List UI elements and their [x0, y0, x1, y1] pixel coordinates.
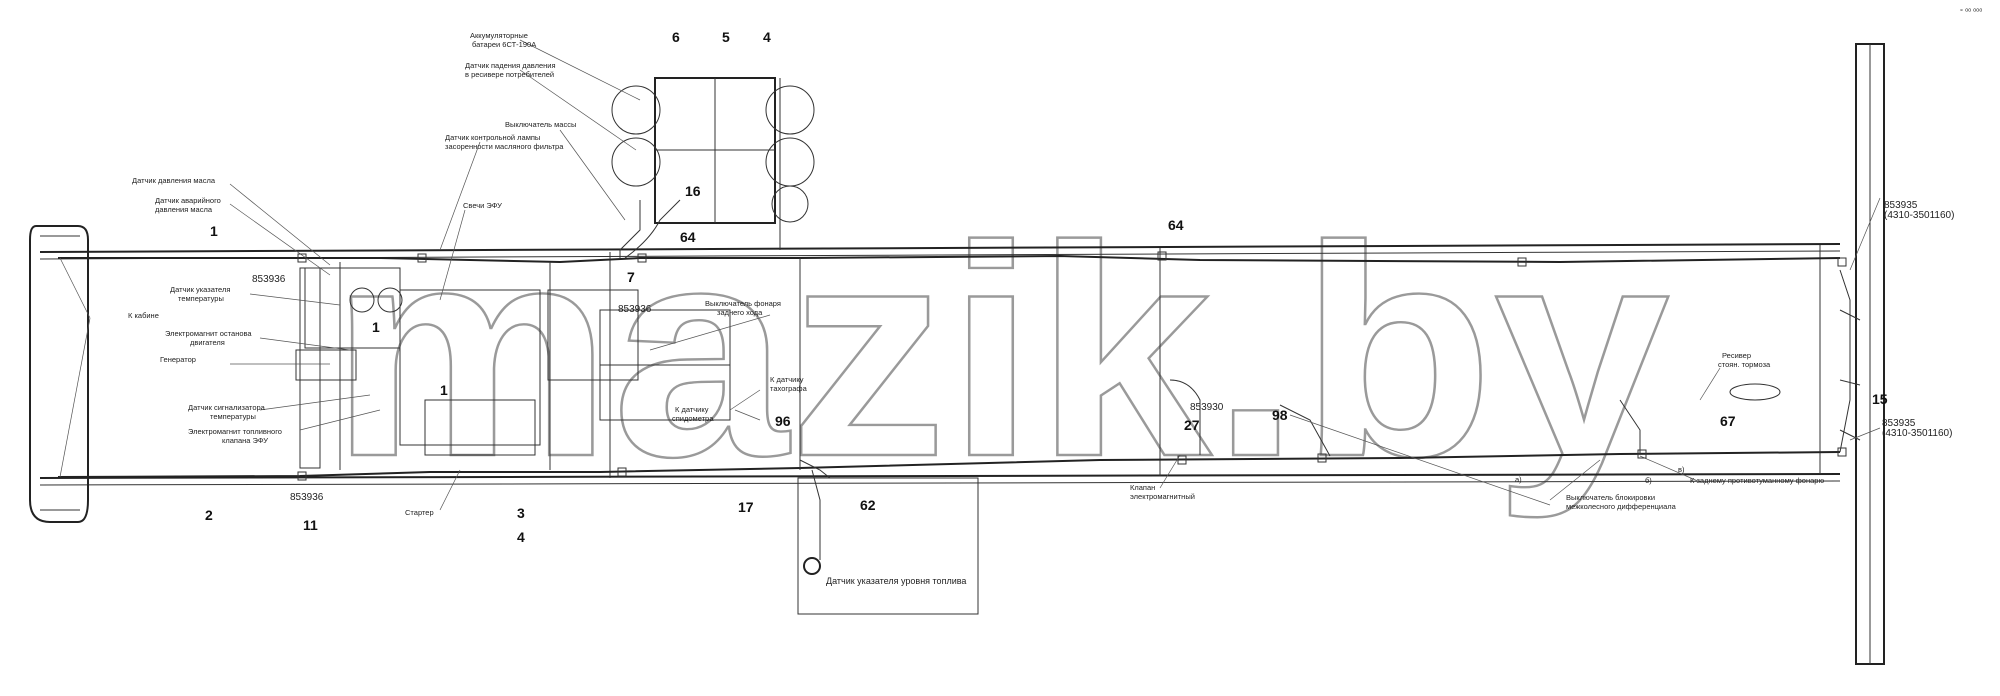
label-k-datchiku-tach-1: К датчику [770, 375, 804, 384]
code-853936-b: 853936 [618, 304, 652, 315]
label-vyklyuchatel-massy: Выключатель массы [505, 120, 576, 129]
fuel-tank [797, 477, 979, 615]
label-k-datchiku-speed-2: спидометра [672, 414, 714, 423]
label-batarei: батареи 6СТ-190А [472, 40, 536, 49]
label-datchik-kontr-2: засоренности масляного фильтра [445, 142, 564, 151]
callout-96: 96 [775, 413, 791, 429]
label-vyklyuchatel-blok-1: Выключатель блокировки [1566, 493, 1655, 502]
callout-1-top: 1 [210, 223, 218, 239]
code-853935-top: 853935 [1884, 200, 1918, 211]
label-letter-b: б) [1645, 476, 1652, 485]
callout-64-a: 64 [680, 229, 696, 245]
callout-15: 15 [1872, 391, 1888, 407]
label-svechi-efu: Свечи ЭФУ [463, 201, 502, 210]
label-klapan-1: Клапан [1130, 483, 1155, 492]
callout-67: 67 [1720, 413, 1736, 429]
label-elektromagnit-topl-1: Электромагнит топливного [188, 427, 282, 436]
label-vyklyuchatel-fonarya-2: заднего хода [717, 308, 763, 317]
callout-98: 98 [1272, 407, 1288, 423]
corner-mark: ° ⁰⁰ ⁰⁰⁰ [1960, 7, 1982, 16]
label-generator: Генератор [160, 355, 196, 364]
callout-1-mid: 1 [372, 319, 380, 335]
engine-outline [295, 267, 639, 469]
label-datchik-davl-masla: Датчик давления масла [132, 176, 216, 185]
callout-64-b: 64 [1168, 217, 1184, 233]
callout-4-bottom: 4 [517, 529, 525, 545]
label-elektromagnit-ostanova-1: Электромагнит останова [165, 329, 252, 338]
label-datchik-signal-temp-1: Датчик сигнализатора [188, 403, 266, 412]
label-k-datchiku-speed-1: К датчику [675, 405, 709, 414]
watermark: mazik.by [330, 183, 1672, 521]
callout-16: 16 [685, 183, 701, 199]
label-datchik-avar-1: Датчик аварийного [155, 196, 221, 205]
label-k-kabine: К кабине [128, 311, 159, 320]
callout-5: 5 [722, 29, 730, 45]
code-853936-c: 853936 [290, 492, 324, 503]
harness [57, 199, 1861, 560]
label-letter-a: a) [1515, 475, 1522, 484]
gearbox-outline [599, 309, 731, 421]
code-853930: 853930 [1190, 402, 1224, 413]
callout-numbers: 6 5 4 16 1 64 64 7 1 1 2 11 3 4 17 62 96… [205, 29, 1888, 545]
label-datchik-ukaz-temp-2: температуры [178, 294, 224, 303]
callout-4-top: 4 [763, 29, 771, 45]
label-datchik-padeniya-2: в ресивере потребителей [465, 70, 554, 79]
part-codes: 853935 (4310-3501160) 853935 (4310-35011… [252, 200, 1954, 503]
code-853936-a: 853936 [252, 274, 286, 285]
label-akkumulyatornye: Аккумуляторные [470, 31, 528, 40]
label-datchik-padeniya-1: Датчик падения давления [465, 61, 556, 70]
label-vyklyuchatel-fonarya-1: Выключатель фонаря [705, 299, 781, 308]
label-vyklyuchatel-blok-2: межколесного дифференциала [1566, 502, 1677, 511]
callout-3: 3 [517, 505, 525, 521]
label-datchik-kontr-1: Датчик контрольной лампы [445, 133, 540, 142]
label-k-zadnemu: К заднему противотуманному фонарю [1690, 476, 1824, 485]
label-datchik-avar-2: давления масла [155, 205, 213, 214]
callout-17: 17 [738, 499, 754, 515]
code-853935-bottom-sub: (4310-3501160) [1882, 428, 1952, 439]
label-k-datchiku-tach-2: тахографа [770, 384, 808, 393]
label-resiver-1: Ресивер [1722, 351, 1751, 360]
label-klapan-2: электромагнитный [1130, 492, 1195, 501]
label-resiver-2: стоян. тормоза [1718, 360, 1771, 369]
label-datchik-urovnya: Датчик указателя уровня топлива [826, 576, 966, 586]
callout-1-low: 1 [440, 382, 448, 398]
label-starter: Стартер [405, 508, 434, 517]
label-datchik-ukaz-temp-1: Датчик указателя [170, 285, 230, 294]
callout-11: 11 [303, 517, 318, 533]
component-labels: Аккумуляторные батареи 6СТ-190А Датчик п… [128, 31, 1824, 586]
label-letter-v: в) [1678, 465, 1685, 474]
callout-7: 7 [627, 269, 635, 285]
label-datchik-signal-temp-2: температуры [210, 412, 256, 421]
battery-box [611, 77, 815, 250]
callout-27: 27 [1184, 417, 1200, 433]
callout-62: 62 [860, 497, 876, 513]
label-elektromagnit-topl-2: клапана ЭФУ [222, 436, 268, 445]
leader-lines [59, 39, 1881, 511]
callout-6: 6 [672, 29, 680, 45]
label-elektromagnit-ostanova-2: двигателя [190, 338, 225, 347]
callout-2: 2 [205, 507, 213, 523]
code-853935-bottom: 853935 [1882, 418, 1916, 429]
code-853935-top-sub: (4310-3501160) [1884, 210, 1954, 221]
connectors [297, 251, 1847, 481]
